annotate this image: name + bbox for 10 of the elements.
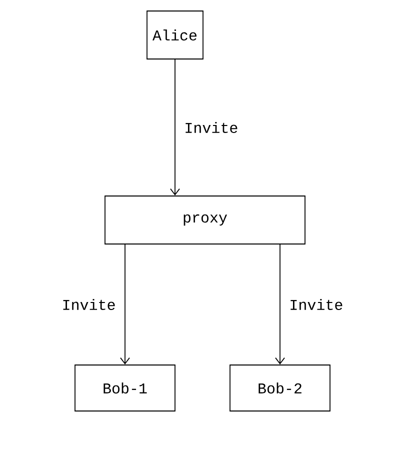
edge-label: Invite [288,298,344,311]
edge-label: Invite [183,121,240,134]
arrow [275,244,285,365]
box: Alice [146,10,204,60]
arrow [170,59,180,196]
box: Bob-1 [74,364,176,412]
box: proxy [104,196,306,244]
edge-label: Invite [60,298,117,311]
arrow [120,244,130,365]
box: Bob-2 [230,364,330,412]
